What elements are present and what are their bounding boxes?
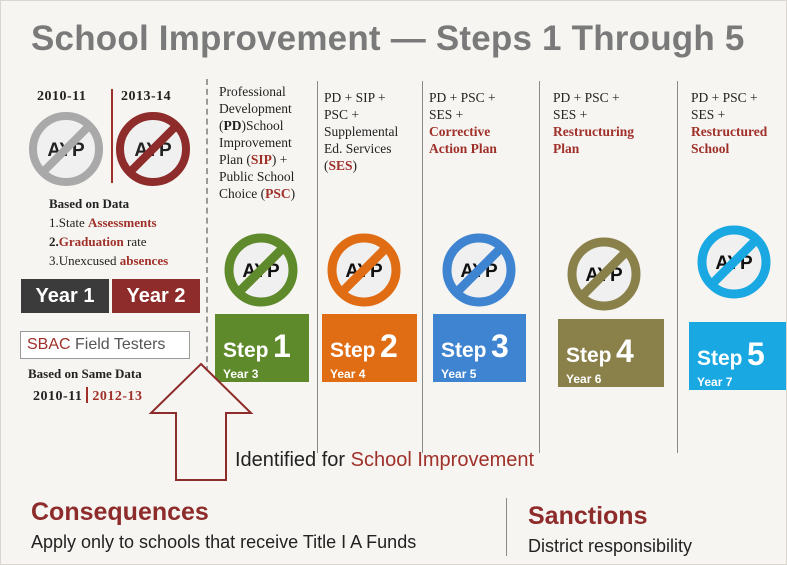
step-4-year: Year 6: [566, 372, 602, 386]
column-divider-1: [317, 81, 318, 453]
bottom-divider: [506, 498, 507, 556]
based-on-same-data: Based on Same Data: [28, 366, 142, 381]
consequences-heading: Consequences: [31, 498, 209, 526]
step-3-number: 3: [490, 328, 509, 364]
step-2-year: Year 4: [330, 367, 366, 381]
step-2-number: 2: [379, 328, 398, 364]
step-1-box: Step 1 Year 3: [215, 314, 309, 382]
identified-label: Identified for School Improvement: [235, 449, 535, 471]
ayp-no-symbol-red-icon: AYP: [116, 112, 190, 186]
step-3-word: Step: [441, 339, 487, 362]
step-1-number: 1: [272, 328, 291, 364]
step-1-word: Step: [223, 339, 269, 362]
year-1-box: Year 1: [21, 279, 109, 313]
step-1-year: Year 3: [223, 367, 259, 381]
year-2010-11-label: 2010-11: [37, 89, 87, 104]
up-arrow-icon: [148, 362, 254, 481]
sanctions-text: District responsibility: [528, 536, 693, 556]
ayp-no-symbol-step5-icon: AYP: [697, 225, 771, 299]
page-title: School Improvement — Steps 1 Through 5: [31, 19, 745, 58]
column-divider-3: [539, 81, 540, 453]
dashed-divider: [206, 79, 208, 471]
ayp-no-symbol-step4-icon: AYP: [567, 237, 641, 311]
step-3-box: Step 3 Year 5: [433, 314, 526, 382]
step3-description: PD + PSC + SES + Corrective Action Plan: [429, 90, 497, 156]
step-2-box: Step 2 Year 4: [322, 314, 417, 382]
step5-description: PD + PSC + SES + Restructured School: [691, 90, 768, 156]
step4-description: PD + PSC + SES + Restructuring Plan: [553, 90, 634, 156]
ayp-no-symbol-step3-icon: AYP: [442, 233, 516, 307]
step1-description: Professional Development (PD)School Impr…: [219, 84, 296, 201]
step-4-word: Step: [566, 344, 612, 367]
column-divider-4: [677, 81, 678, 453]
year-2013-14-label: 2013-14: [121, 89, 172, 104]
year-divider: [111, 89, 113, 183]
sanctions-heading: Sanctions: [528, 502, 648, 530]
data-item-absences: 3.Unexcused absences: [49, 253, 169, 268]
ayp-no-symbol-grey-icon: AYP: [29, 112, 103, 186]
step-5-box: Step 5 Year 7: [689, 322, 786, 390]
data-item-graduation: 2.Graduation rate: [49, 234, 147, 249]
based-on-data-heading: Based on Data: [49, 196, 130, 211]
step2-description: PD + SIP + PSC + Supplemental Ed. Servic…: [324, 90, 399, 173]
ayp-no-symbol-step2-icon: AYP: [327, 233, 401, 307]
column-divider-2: [422, 81, 423, 453]
step-4-number: 4: [615, 333, 634, 369]
step-3-year: Year 5: [441, 367, 477, 381]
consequences-text: Apply only to schools that receive Title…: [31, 532, 417, 552]
step-4-box: Step 4 Year 6: [558, 319, 664, 387]
step-5-year: Year 7: [697, 375, 733, 389]
step-2-word: Step: [330, 339, 376, 362]
data-item-assessments: 1.State Assessments: [49, 215, 157, 230]
step-5-word: Step: [697, 347, 743, 370]
ayp-no-symbol-step1-icon: AYP: [224, 233, 298, 307]
step-5-number: 5: [746, 336, 765, 372]
sbac-field-testers-box: SBAC Field Testers: [20, 331, 190, 359]
year-2-box: Year 2: [112, 279, 200, 313]
